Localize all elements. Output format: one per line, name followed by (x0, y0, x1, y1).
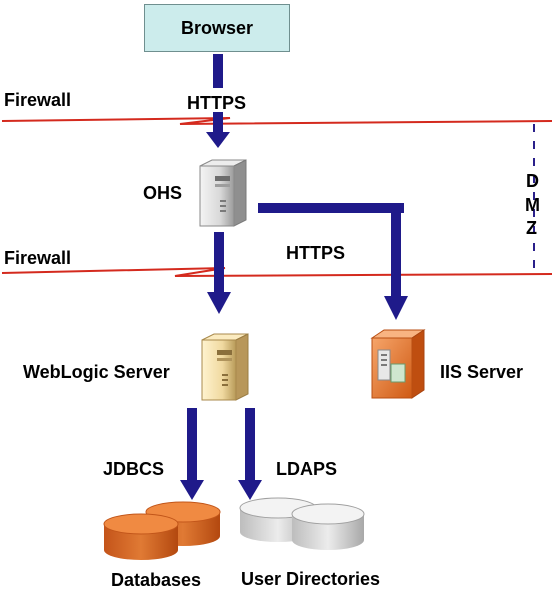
arrow-ohs-to-iis (258, 203, 408, 320)
firewall-label-top: Firewall (4, 90, 72, 110)
firewall-line-bottom (1, 267, 553, 277)
iis-server-icon (370, 329, 426, 399)
dmz-letter-d: D (526, 171, 539, 191)
user-directories-label: User Directories (241, 569, 381, 589)
protocol-label-ldaps: LDAPS (276, 459, 338, 479)
arrow-weblogic-to-databases (180, 408, 204, 500)
protocol-label-jdbcs: JDBCS (103, 459, 165, 479)
database-cylinder-front (103, 513, 179, 560)
arrow-weblogic-to-user-directories (238, 408, 262, 500)
iis-server-label: IIS Server (440, 362, 524, 382)
ohs-label: OHS (143, 183, 183, 203)
protocol-label-https-iis: HTTPS (286, 243, 346, 263)
dmz-letter-m: M (525, 195, 540, 215)
directory-cylinder-right (291, 503, 365, 550)
protocol-label-https-top: HTTPS (187, 93, 247, 113)
weblogic-server-icon (201, 333, 249, 401)
firewall-label-bottom: Firewall (4, 248, 72, 268)
dmz-letter-z: Z (526, 218, 537, 238)
databases-icon (103, 501, 221, 560)
user-directories-icon (239, 497, 365, 550)
weblogic-server-label: WebLogic Server (23, 362, 170, 382)
ohs-server-icon (199, 159, 247, 227)
browser-box: Browser (144, 4, 290, 52)
arrow-ohs-to-weblogic (207, 232, 231, 314)
browser-label: Browser (180, 17, 254, 38)
arrow-browser-to-ohs (206, 54, 230, 148)
databases-label: Databases (111, 570, 202, 590)
firewall-line-top (1, 117, 553, 125)
